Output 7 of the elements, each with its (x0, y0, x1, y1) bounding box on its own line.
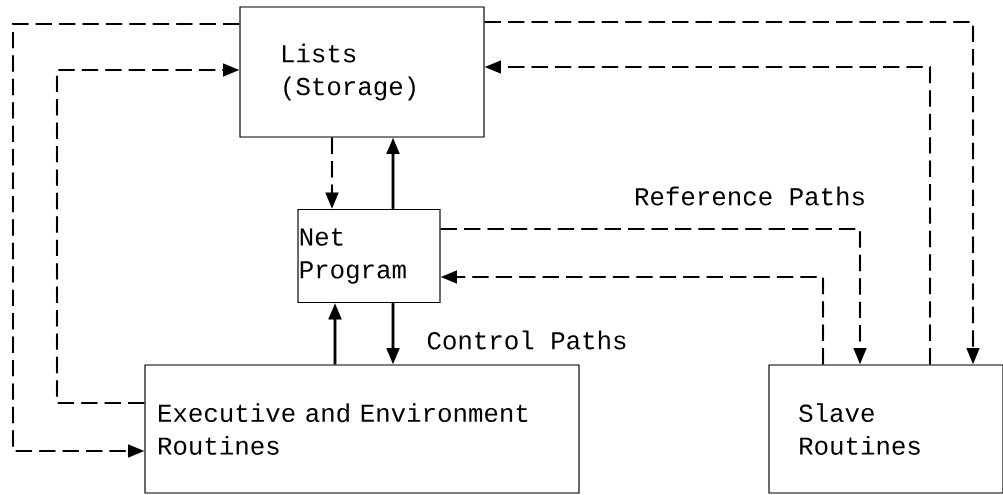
process-box: Net Program (297, 208, 441, 304)
process-box: Executive and Environment Routines (144, 364, 580, 494)
arrow (11, 22, 240, 458)
process-box: Lists (Storage) (239, 6, 485, 138)
process-box: Slave Routines (768, 364, 1003, 494)
path-label: Control Paths (424, 328, 630, 352)
path-label: Reference Paths (631, 184, 869, 208)
